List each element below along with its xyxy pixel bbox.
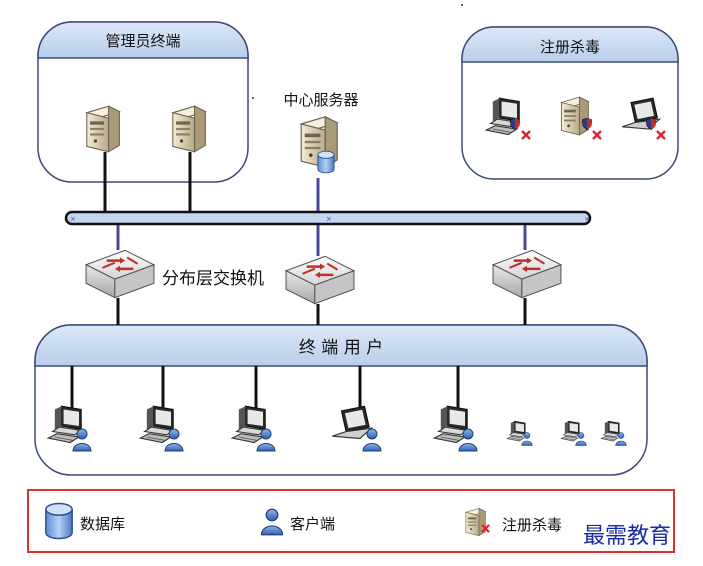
admin-group-title: 管理员终端 [105, 32, 180, 50]
legend-client-label: 客户端 [290, 515, 335, 533]
bus-port-marker: × [326, 215, 332, 223]
switch-icon[interactable] [491, 249, 563, 299]
users-group-title: 终 端 用 户 [299, 338, 383, 358]
antivirus-group-title: 注册杀毒 [540, 38, 600, 56]
switch-icon[interactable] [284, 255, 356, 305]
switch-layer-label: 分布层交换机 [162, 269, 264, 289]
legend-database-label: 数据库 [80, 515, 125, 533]
admin-server-icon[interactable] [172, 105, 206, 153]
legend-antivirus-label: 注册杀毒 [502, 516, 562, 534]
legend-client-icon [260, 508, 284, 536]
bus-port-marker: × [584, 215, 590, 223]
connection-lines [70, 152, 527, 408]
center-server-label: 中心服务器 [283, 91, 358, 109]
center-server[interactable] [300, 116, 338, 174]
database-icon [317, 150, 335, 174]
stray-dot [252, 97, 254, 99]
backbone-bus: × × × [64, 210, 592, 226]
legend-database-icon [45, 502, 73, 540]
stray-dot [461, 4, 463, 6]
bus-port-marker: × [70, 215, 76, 223]
server-icon [560, 96, 589, 136]
users-group: 终 端 用 户 [34, 324, 648, 476]
admin-server-icon[interactable] [86, 105, 120, 153]
watermark-text: 最需教育 [583, 524, 671, 549]
admin-group: 管理员终端 [37, 21, 249, 183]
switch-icon[interactable] [84, 249, 156, 299]
legend: 数据库 客户端 注册杀毒 [27, 489, 675, 553]
